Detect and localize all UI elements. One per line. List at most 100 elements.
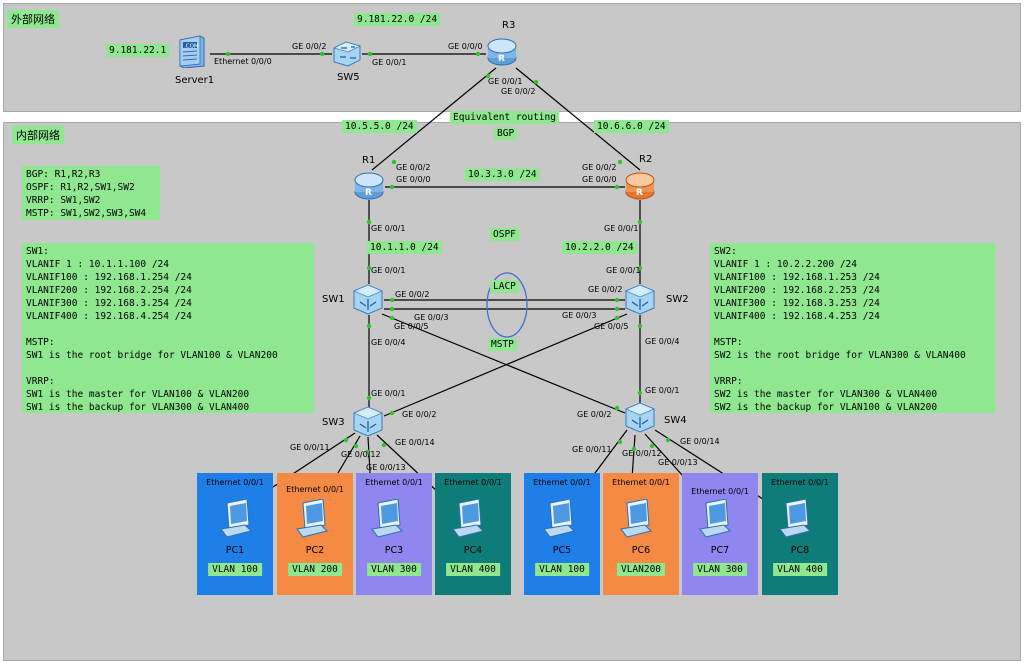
pc-ethernet-label: Ethernet 0/0/1 — [771, 478, 829, 487]
pc-card-1[interactable]: Ethernet 0/0/1 PC1 VLAN 100 — [197, 473, 273, 595]
port-sw4-g2: GE 0/0/2 — [577, 410, 612, 419]
pc-ethernet-label: Ethernet 0/0/1 — [444, 478, 502, 487]
port-r1-g2: GE 0/0/2 — [396, 163, 431, 172]
pc-name: PC7 — [710, 545, 730, 556]
pc-icon — [699, 499, 731, 538]
pc-vlan-label: VLAN 400 — [446, 563, 500, 576]
port-r2-g1: GE 0/0/1 — [604, 224, 639, 233]
sw1-label: SW1 — [322, 294, 345, 305]
router-r2[interactable]: R — [624, 170, 656, 202]
sw5-label: SW5 — [337, 72, 360, 83]
switch-sw2[interactable] — [624, 284, 656, 315]
pc-card-3[interactable]: Ethernet 0/0/1 PC3 VLAN 300 — [356, 473, 432, 595]
r3-label: R3 — [502, 20, 516, 31]
pc-name: PC4 — [463, 545, 483, 556]
sw2-config-note: SW2: VLANIF 1 : 10.2.2.200 /24 VLANIF100… — [710, 243, 995, 413]
pc-card-6[interactable]: Ethernet 0/0/1 PC6 VLAN200 — [603, 473, 679, 595]
sw3-label: SW3 — [322, 417, 345, 428]
pc-icon — [371, 499, 403, 538]
pc-card-5[interactable]: Ethernet 0/0/1 PC5 VLAN 100 — [524, 473, 600, 595]
switch-icon — [333, 41, 361, 67]
subnet-r2-r3: 10.6.6.0 /24 — [594, 120, 669, 133]
port-sw2-g5: GE 0/0/5 — [594, 322, 629, 331]
pc-icon — [779, 499, 811, 538]
pc-name: PC5 — [552, 545, 572, 556]
port-r2-g0: GE 0/0/0 — [582, 175, 617, 184]
switch-icon — [353, 284, 383, 315]
port-sw5-g2: GE 0/0/2 — [292, 42, 327, 51]
link-r3-r1 — [371, 67, 497, 171]
pc-name: PC6 — [631, 545, 651, 556]
port-sw4-g13: GE 0/0/13 — [658, 458, 698, 467]
subnet-r2-sw2: 10.2.2.0 /24 — [562, 241, 637, 254]
pc-vlan-label: VLAN 100 — [535, 563, 589, 576]
svg-text:.COM: .COM — [184, 44, 199, 50]
port-r3-g2: GE 0/0/2 — [501, 87, 536, 96]
pc-ethernet-label: Ethernet 0/0/1 — [286, 485, 344, 494]
pc-card-7[interactable]: Ethernet 0/0/1 PC7 VLAN 300 — [682, 473, 758, 595]
port-sw3-g1: GE 0/0/1 — [371, 389, 406, 398]
switch-sw5[interactable] — [332, 40, 362, 68]
svg-text:R: R — [636, 188, 643, 198]
pc-ethernet-label: Ethernet 0/0/1 — [365, 478, 423, 487]
pc-ethernet-label: Ethernet 0/0/1 — [691, 487, 749, 496]
port-sw1-g2: GE 0/0/2 — [395, 290, 430, 299]
server1-label: Server1 — [175, 75, 215, 86]
pc-vlan-label: VLAN 300 — [693, 563, 747, 576]
pc-card-8[interactable]: Ethernet 0/0/1 PC8 VLAN 400 — [762, 473, 838, 595]
port-sw1-g1: GE 0/0/1 — [371, 266, 406, 275]
server-ip: 9.181.22.1 — [106, 44, 170, 57]
pc-icon — [452, 499, 484, 538]
subnet-r1-sw1: 10.1.1.0 /24 — [367, 241, 442, 254]
switch-sw3[interactable] — [352, 406, 384, 437]
server1[interactable]: .COM — [176, 34, 208, 69]
pc-card-2[interactable]: Ethernet 0/0/1 PC2 VLAN 200 — [277, 473, 353, 595]
subnet-r1-r2: 10.3.3.0 /24 — [465, 168, 540, 181]
external-zone-title: 外部网络 — [7, 10, 59, 28]
switch-sw1[interactable] — [352, 284, 384, 315]
sw4-label: SW4 — [664, 415, 687, 426]
switch-icon — [353, 406, 383, 437]
switch-sw4[interactable] — [624, 402, 656, 433]
port-sw3-g14: GE 0/0/14 — [395, 438, 435, 447]
pc-name: PC2 — [305, 545, 325, 556]
port-r3-g0: GE 0/0/0 — [448, 42, 483, 51]
port-sw2-g1: GE 0/0/1 — [606, 266, 641, 275]
port-r2-g2: GE 0/0/2 — [582, 163, 617, 172]
port-sw1-g4: GE 0/0/4 — [371, 338, 406, 347]
subnet-ext-lan: 9.181.22.0 /24 — [354, 13, 441, 26]
protocol-summary-note: BGP: R1,R2,R3 OSPF: R1,R2,SW1,SW2 VRRP: … — [22, 166, 160, 220]
link-sw2-sw3 — [383, 313, 628, 417]
link-r3-r2 — [515, 67, 641, 171]
mstp-label: MSTP — [488, 338, 517, 351]
port-sw3-g13: GE 0/0/13 — [366, 463, 406, 472]
equivalent-routing-label: Equivalent routing — [450, 111, 559, 124]
sw2-label: SW2 — [666, 294, 689, 305]
svg-text:R: R — [498, 54, 505, 64]
lacp-ellipse — [486, 272, 528, 338]
port-sw1-g5: GE 0/0/5 — [394, 322, 429, 331]
port-server-eth: Ethernet 0/0/0 — [214, 57, 272, 66]
router-icon: R — [487, 38, 517, 66]
port-r1-g1: GE 0/0/1 — [371, 224, 406, 233]
pc-ethernet-label: Ethernet 0/0/1 — [206, 478, 264, 487]
port-sw3-g2: GE 0/0/2 — [402, 410, 437, 419]
port-r1-g0: GE 0/0/0 — [396, 175, 431, 184]
pc-icon — [296, 499, 328, 538]
port-sw2-g2: GE 0/0/2 — [588, 285, 623, 294]
router-r3[interactable]: R — [486, 36, 518, 68]
port-sw2-g3: GE 0/0/3 — [562, 311, 597, 320]
router-r1[interactable]: R — [353, 170, 385, 202]
link-sw1-sw4 — [381, 313, 626, 414]
port-sw4-g1: GE 0/0/1 — [645, 386, 680, 395]
switch-icon — [625, 402, 655, 433]
sw1-config-note: SW1: VLANIF 1 : 10.1.1.100 /24 VLANIF100… — [22, 243, 314, 413]
pc-card-4[interactable]: Ethernet 0/0/1 PC4 VLAN 400 — [435, 473, 511, 595]
port-sw4-g14: GE 0/0/14 — [680, 437, 720, 446]
lacp-label: LACP — [490, 280, 519, 293]
pc-name: PC3 — [384, 545, 404, 556]
bgp-label: BGP — [494, 127, 518, 140]
port-sw3-g11: GE 0/0/11 — [290, 443, 330, 452]
pc-vlan-label: VLAN200 — [616, 563, 666, 576]
port-sw4-g11: GE 0/0/11 — [572, 445, 612, 454]
